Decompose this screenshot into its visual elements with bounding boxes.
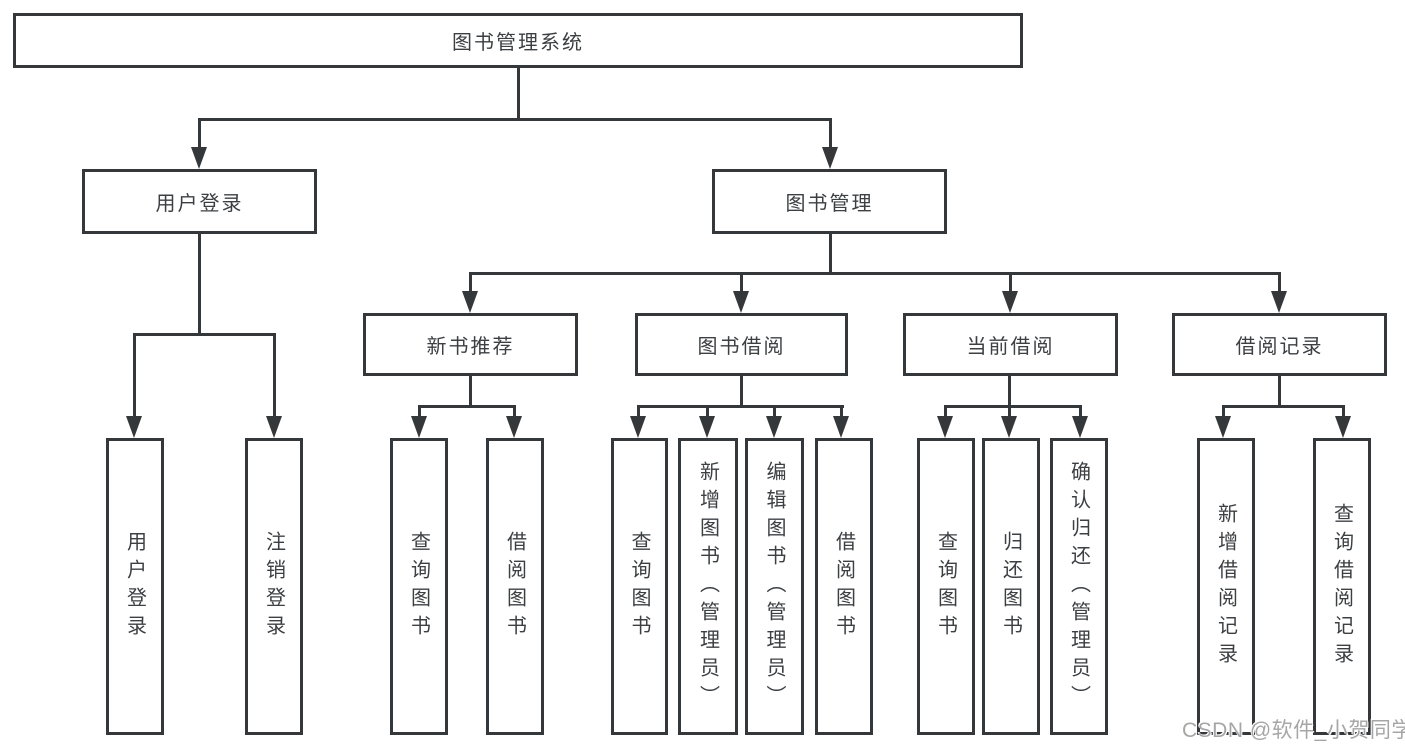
connector-line <box>198 118 832 121</box>
connector-line <box>1009 272 1012 294</box>
node-user-login: 用户登录 <box>82 169 317 234</box>
leaf-rec-query-record: 查询借阅记录 <box>1313 438 1371 735</box>
connector-line <box>273 333 276 419</box>
arrow-down-icon <box>699 416 715 438</box>
leaf-bw-borrow-books: 借阅图书 <box>815 438 873 735</box>
connector-line <box>133 333 276 336</box>
arrow-down-icon <box>506 416 522 438</box>
connector-line <box>740 272 743 294</box>
node-book-borrow: 图书借阅 <box>635 313 848 376</box>
leaf-nb-borrow-books: 借阅图书 <box>486 438 544 735</box>
arrow-down-icon <box>937 416 953 438</box>
arrow-down-icon <box>1271 291 1287 313</box>
connector-line <box>1278 375 1281 408</box>
connector-line <box>706 405 709 419</box>
arrow-down-icon <box>266 416 282 438</box>
node-borrow-records: 借阅记录 <box>1172 313 1387 376</box>
arrow-down-icon <box>1072 416 1088 438</box>
connector-line <box>637 405 640 419</box>
arrow-down-icon <box>822 147 838 169</box>
arrow-down-icon <box>833 416 849 438</box>
leaf-rec-add-record: 新增借阅记录 <box>1197 438 1255 735</box>
node-book-management: 图书管理 <box>712 169 947 234</box>
connector-line <box>637 405 844 408</box>
connector-line <box>1222 405 1225 419</box>
leaf-nb-query-books: 查询图书 <box>390 438 448 735</box>
leaf-cur-query-books: 查询图书 <box>917 438 975 735</box>
arrow-down-icon <box>191 147 207 169</box>
arrow-down-icon <box>126 416 142 438</box>
connector-line <box>829 233 832 275</box>
connector-line <box>1079 405 1082 419</box>
arrow-down-icon <box>1002 291 1018 313</box>
connector-line <box>1008 375 1011 408</box>
leaf-bw-edit-books-admin: 编辑图书（管理员） <box>745 438 804 735</box>
arrow-down-icon <box>411 416 427 438</box>
connector-line <box>198 118 201 151</box>
connector-line <box>418 405 516 408</box>
leaf-bw-query-books: 查询图书 <box>611 438 668 735</box>
connector-line <box>829 118 832 151</box>
connector-line <box>469 272 1281 275</box>
connector-line <box>840 405 843 419</box>
arrow-down-icon <box>630 416 646 438</box>
leaf-bw-add-books-admin: 新增图书（管理员） <box>678 438 738 735</box>
node-new-book-recommend: 新书推荐 <box>363 313 578 376</box>
connector-line <box>1342 405 1345 419</box>
leaf-cur-confirm-return-admin: 确认归还（管理员） <box>1050 438 1108 735</box>
connector-line <box>1008 405 1011 419</box>
connector-line <box>198 233 201 336</box>
arrow-down-icon <box>733 291 749 313</box>
arrow-down-icon <box>1001 416 1017 438</box>
leaf-user-login: 用户登录 <box>106 438 164 735</box>
connector-line <box>517 68 520 121</box>
node-library-system: 图书管理系统 <box>13 13 1023 68</box>
arrow-down-icon <box>1335 416 1351 438</box>
connector-line <box>773 405 776 419</box>
connector-line <box>944 405 1082 408</box>
arrow-down-icon <box>766 416 782 438</box>
watermark: CSDN @软件_小贺同学 <box>1182 719 1405 742</box>
leaf-cur-return-books: 归还图书 <box>982 438 1040 735</box>
connector-line <box>133 333 136 419</box>
connector-line <box>1222 405 1345 408</box>
arrow-down-icon <box>1215 416 1231 438</box>
connector-line <box>469 272 472 294</box>
connector-line <box>944 405 947 419</box>
leaf-logout: 注销登录 <box>245 438 303 735</box>
node-current-borrow: 当前借阅 <box>903 313 1118 376</box>
connector-line <box>418 405 421 419</box>
arrow-down-icon <box>462 291 478 313</box>
connector-line <box>1278 272 1281 294</box>
connector-line <box>469 375 472 408</box>
connector-line <box>740 375 743 408</box>
connector-line <box>513 405 516 419</box>
